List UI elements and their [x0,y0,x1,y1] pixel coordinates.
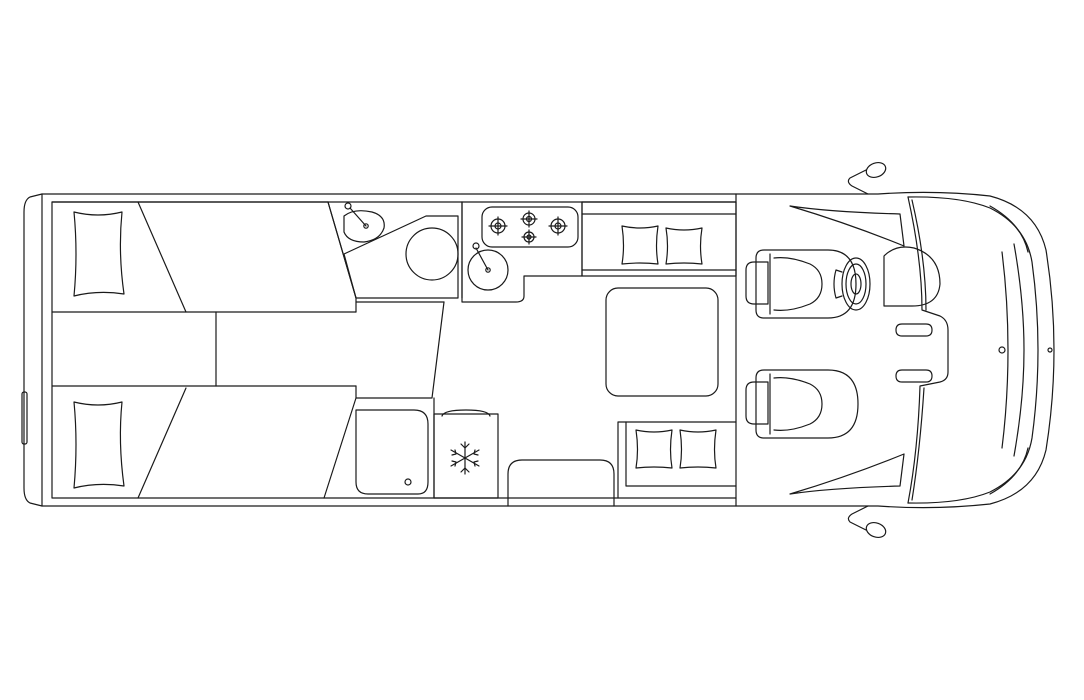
cup-holder [896,370,932,382]
entry-step [508,460,614,506]
dining-table-icon [606,288,718,396]
a-pillar-lower [790,454,904,494]
cushion-icon [636,430,672,468]
fridge [434,410,498,498]
bathroom-cabinet [344,216,458,298]
hood-line-top [990,206,1028,252]
dashboard-inner [912,388,924,500]
sink-icon [468,243,508,290]
sink-icon [344,203,384,242]
hood-line-bottom [990,448,1028,494]
cab-interior [790,197,948,503]
settee-base [618,422,736,498]
outer-wall [42,194,736,506]
front-emblem [999,347,1005,353]
driver-seat-icon [746,250,856,318]
toilet-icon [406,228,458,280]
inner-wall [52,202,736,498]
bathroom [328,202,462,302]
passenger-seat-icon [746,370,858,438]
corridor-wall [356,302,444,398]
kitchen [462,202,582,302]
bed-pillow-icon [74,212,124,296]
rear-light [22,392,27,444]
cup-holder [896,324,932,336]
armrest [746,262,768,304]
kitchen-counter [462,202,582,302]
side-mirror-icon [848,160,887,540]
dashboard-inner [912,200,926,310]
bed-line-left-upper [138,202,186,312]
settee-front [626,422,736,486]
bed-line-left-lower [138,388,186,498]
cushion-icon [666,228,702,264]
windshield-frame [1002,252,1008,448]
stove-burner-icon [549,217,567,235]
bed-pillow-icon [74,402,124,488]
stove-panel [482,207,578,247]
rear-bedroom [52,202,356,498]
stove-burner-icon [522,230,536,244]
shower-tray-icon [356,410,428,494]
bed-frame-lower [324,386,356,498]
cab-outline [736,192,1054,507]
armrest [746,382,768,424]
upper-settee [582,202,736,276]
a-pillar-upper [790,206,904,246]
cushion-icon [622,226,658,264]
settee-base [582,202,736,276]
grille-line [1014,244,1024,456]
fridge-snowflake-icon [451,442,479,474]
stove-burner-icon [521,211,537,227]
steering-wheel-icon [834,258,870,310]
dash-pad [884,247,940,306]
cushion-icon [680,430,716,468]
rear-bumper [24,194,42,506]
bed-frame-upper [52,202,356,312]
dashboard [908,197,948,503]
front-sensor [1048,348,1052,352]
lower-settee [618,422,736,498]
cab-inner-outline [908,197,1038,503]
stove-burner-icon [489,217,507,235]
